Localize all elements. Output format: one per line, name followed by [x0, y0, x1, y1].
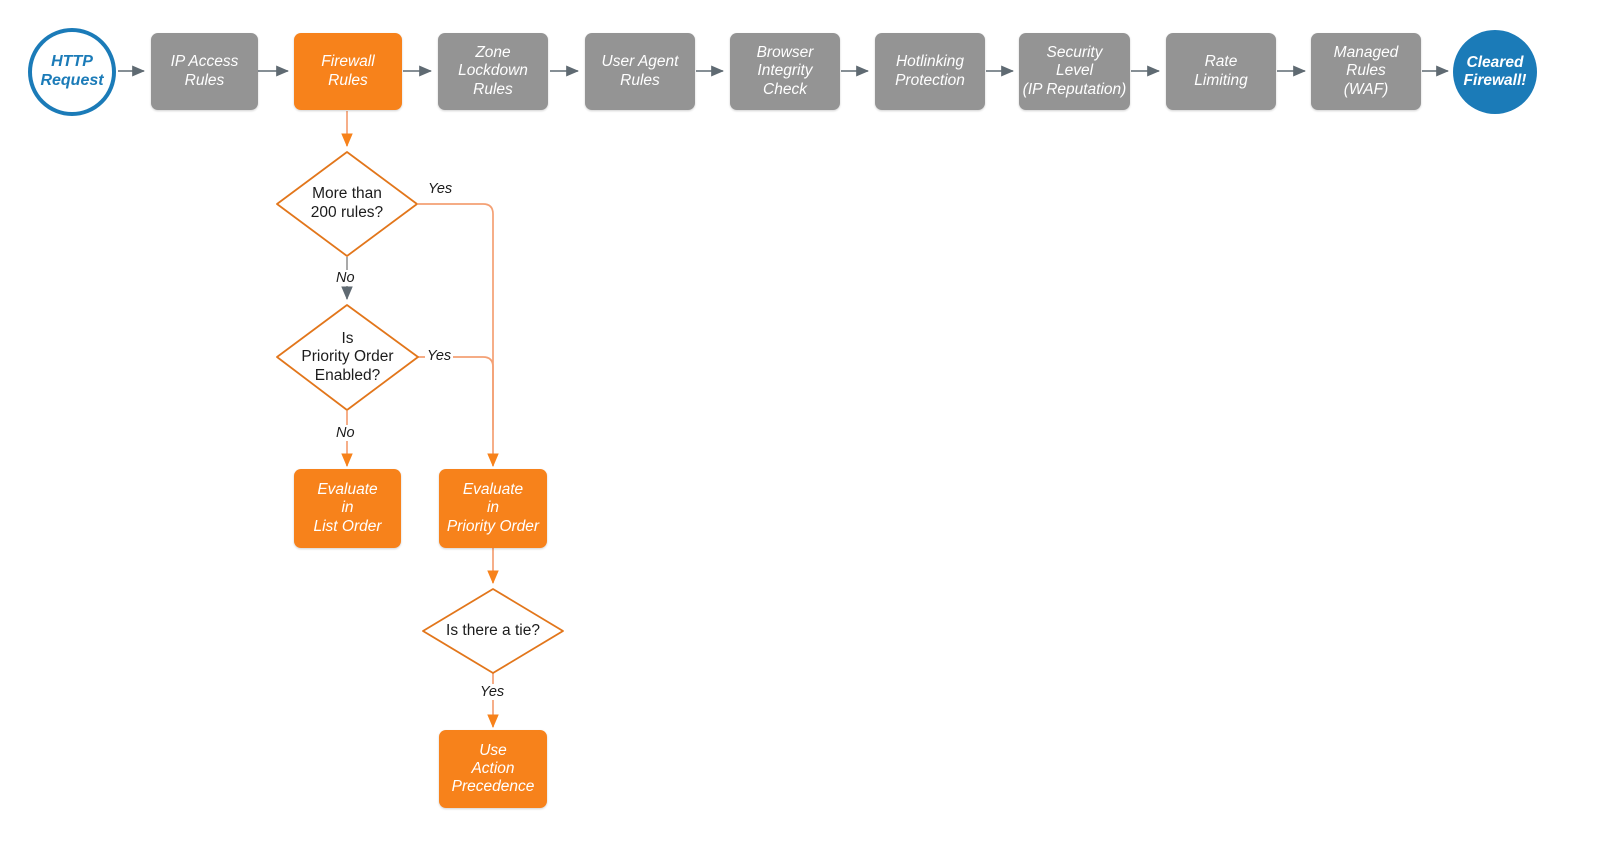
node-evaluate-in-list-order[interactable]: Evaluate in List Order	[294, 469, 401, 548]
edge-label-yes-priority-enabled: Yes	[425, 348, 454, 364]
node-label-http-request: HTTP Request	[40, 53, 104, 89]
node-label-cleared-firewall: Cleared Firewall!	[1463, 53, 1527, 89]
node-label-browser-integrity-check: Browser Integrity Check	[756, 44, 814, 98]
node-evaluate-in-priority-order[interactable]: Evaluate in Priority Order	[439, 469, 547, 548]
node-label-use-action-precedence: Use Action Precedence	[451, 741, 535, 796]
node-use-action-precedence[interactable]: Use Action Precedence	[439, 730, 547, 808]
node-http-request[interactable]: HTTP Request	[28, 28, 116, 116]
edge-label-no-priority-enabled: No	[334, 425, 357, 441]
node-label-hotlinking-protection: Hotlinking Protection	[895, 53, 965, 89]
node-ip-access-rules[interactable]: IP Access Rules	[151, 33, 258, 110]
edge-priorityorder-yes-to-priorityorder-box	[418, 356, 494, 430]
decision-is-there-a-tie[interactable]: Is there a tie?	[423, 589, 563, 673]
decision-label-is-there-a-tie: Is there a tie?	[446, 621, 540, 639]
decision-more-than-200-rules[interactable]: More than 200 rules?	[277, 152, 417, 256]
node-label-firewall-rules: Firewall Rules	[321, 53, 375, 89]
node-user-agent-rules[interactable]: User Agent Rules	[585, 33, 695, 110]
edge-label-no-more-than-200: No	[334, 270, 357, 286]
node-label-evaluate-in-priority-order: Evaluate in Priority Order	[446, 481, 540, 535]
node-firewall-rules[interactable]: Firewall Rules	[294, 33, 402, 110]
node-label-zone-lockdown-rules: Zone Lockdown Rules	[458, 44, 528, 98]
node-security-level[interactable]: Security Level (IP Reputation)	[1019, 33, 1130, 110]
node-label-ip-access-rules: IP Access Rules	[170, 53, 239, 89]
edge-morethan200-yes-to-priorityorder-box	[418, 203, 499, 468]
decision-priority-order-enabled[interactable]: Is Priority Order Enabled?	[277, 305, 418, 410]
node-label-user-agent-rules: User Agent Rules	[601, 53, 679, 89]
edge-label-yes-more-than-200: Yes	[426, 181, 455, 197]
node-label-rate-limiting: Rate Limiting	[1194, 53, 1248, 89]
node-label-managed-rules-waf: Managed Rules (WAF)	[1333, 44, 1399, 98]
decision-label-priority-order-enabled: Is Priority Order Enabled?	[301, 329, 394, 384]
decision-label-more-than-200-rules: More than 200 rules?	[310, 185, 384, 221]
node-browser-integrity-check[interactable]: Browser Integrity Check	[730, 33, 840, 110]
edge-label-yes-is-there-a-tie: Yes	[478, 684, 507, 700]
node-zone-lockdown-rules[interactable]: Zone Lockdown Rules	[438, 33, 548, 110]
node-label-security-level: Security Level (IP Reputation)	[1022, 44, 1127, 98]
node-cleared-firewall[interactable]: Cleared Firewall!	[1453, 30, 1537, 114]
node-managed-rules-waf[interactable]: Managed Rules (WAF)	[1311, 33, 1421, 110]
node-hotlinking-protection[interactable]: Hotlinking Protection	[875, 33, 985, 110]
node-label-evaluate-in-list-order: Evaluate in List Order	[313, 481, 382, 535]
node-rate-limiting[interactable]: Rate Limiting	[1166, 33, 1276, 110]
